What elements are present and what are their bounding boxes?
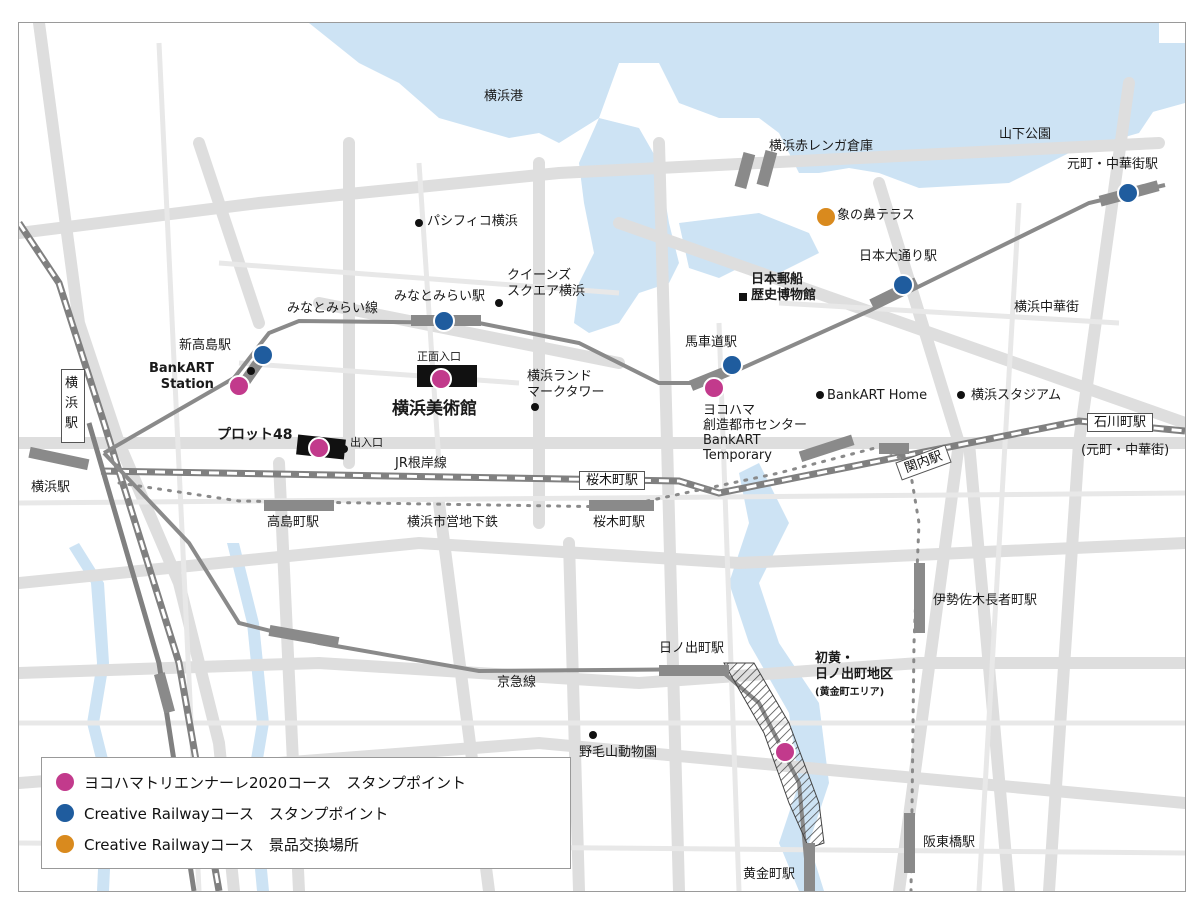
label-yokohama-museum: 横浜美術館	[392, 399, 477, 419]
label-main-entrance: 正面入口	[417, 350, 461, 363]
railway-stamp-motomachi[interactable]	[1117, 182, 1139, 204]
label-hatsune-area: 初黄・ 日ノ出町地区	[815, 651, 894, 682]
trienale-stamp-plot48[interactable]	[308, 437, 330, 459]
label-koganecho-station: 黄金町駅	[743, 867, 796, 882]
label-yokohama-stadium: 横浜スタジアム	[971, 388, 1062, 403]
label-queens-square: クイーンズ スクエア横浜	[507, 268, 586, 299]
poi-dot	[531, 403, 539, 411]
poi-dot	[957, 391, 965, 399]
legend-item-trienale: ヨコハマトリエンナーレ2020コース スタンプポイント	[56, 771, 466, 793]
label-takashimacho-station: 高島町駅	[267, 515, 320, 530]
label-yokohama-port: 横浜港	[484, 89, 524, 104]
label-yokohama-station: 横浜駅	[31, 480, 71, 495]
railway-stamp-bashamichi[interactable]	[721, 354, 743, 376]
label-sakuragicho-station: 桜木町駅	[593, 515, 646, 530]
label-zounohana: 象の鼻テラス	[837, 208, 915, 223]
pink-dot-icon	[56, 773, 74, 791]
label-plot48: プロット48	[217, 427, 293, 443]
legend-text: Creative Railwayコース 景品交換場所	[84, 835, 359, 854]
label-chinatown: 横浜中華街	[1014, 300, 1080, 315]
label-red-brick: 横浜赤レンガ倉庫	[769, 139, 874, 154]
label-yamashita-park: 山下公園	[999, 127, 1052, 142]
label-landmark-tower: 横浜ランド マークタワー	[527, 369, 605, 400]
legend-item-railway-stamp: Creative Railwayコース スタンプポイント	[56, 802, 388, 824]
poi-dot	[816, 391, 824, 399]
label-nihon-odori-station: 日本大通り駅	[859, 249, 938, 264]
label-sakuragicho-station-box: 桜木町駅	[579, 471, 646, 490]
railway-stamp-nihon-odori[interactable]	[892, 274, 914, 296]
label-nyk-museum: 日本郵船 歴史博物館	[751, 272, 817, 303]
label-nogeyama-zoo: 野毛山動物園	[579, 745, 658, 760]
poi-dot	[495, 299, 503, 307]
label-koganecho-area: (黄金町エリア)	[815, 687, 885, 698]
label-minatomirai-station: みなとみらい駅	[394, 289, 486, 304]
railway-stamp-minatomirai[interactable]	[433, 310, 455, 332]
blue-dot-icon	[56, 804, 74, 822]
railway-stamp-shintakashima[interactable]	[252, 344, 274, 366]
legend-item-railway-exchange: Creative Railwayコース 景品交換場所	[56, 833, 359, 855]
label-minatomirai-line: みなとみらい線	[287, 301, 379, 316]
label-exit-entrance: 出入口	[350, 436, 383, 449]
map[interactable]: 横浜港 山下公園 横浜赤レンガ倉庫 パシフィコ横浜 象の鼻テラス 元町・中華街駅…	[18, 22, 1186, 892]
label-motomachi-station: 元町・中華街駅	[1067, 157, 1159, 172]
legend-text: Creative Railwayコース スタンプポイント	[84, 804, 389, 823]
trienale-stamp-yokohama-museum[interactable]	[430, 368, 452, 390]
legend-text: ヨコハマトリエンナーレ2020コース スタンプポイント	[84, 773, 466, 792]
poi-dot	[415, 219, 423, 227]
label-hinodecho-station: 日ノ出町駅	[659, 641, 725, 656]
label-shintakashima-station: 新高島駅	[179, 338, 232, 353]
trienale-stamp-koganecho[interactable]	[774, 741, 796, 763]
label-yokohama-creative: ヨコハマ 創造都市センター BankART Temporary	[703, 403, 808, 463]
poi-dot	[340, 445, 348, 453]
label-isezakichojamachi-station: 伊勢佐木長者町駅	[933, 593, 1038, 608]
poi-dot	[589, 731, 597, 739]
trienale-stamp-yokohama-creative[interactable]	[703, 377, 725, 399]
roads	[19, 23, 1185, 891]
poi-dot	[247, 367, 255, 375]
label-keikyu-line: 京急線	[497, 675, 537, 690]
label-bankart-station: BankART Station	[149, 361, 214, 392]
trienale-stamp-bankart-station[interactable]	[228, 375, 250, 397]
label-yokohama-station-box: 横 浜 駅	[61, 369, 85, 443]
label-bankart-home: BankART Home	[827, 388, 928, 403]
label-bashamichi-station: 馬車道駅	[685, 335, 738, 350]
label-ishikawacho-sub: (元町・中華街)	[1081, 443, 1170, 458]
orange-dot-icon	[56, 835, 74, 853]
label-bandobashi-station: 阪東橋駅	[923, 835, 976, 850]
label-ishikawacho-station: 石川町駅	[1087, 413, 1154, 432]
exchange-point-zounohana[interactable]	[815, 206, 837, 228]
poi-square	[739, 293, 747, 301]
label-jr-negishi-line: JR根岸線	[395, 456, 447, 471]
map-legend: ヨコハマトリエンナーレ2020コース スタンプポイント Creative Rai…	[41, 757, 571, 869]
label-pacifico: パシフィコ横浜	[427, 214, 518, 229]
label-subway-line: 横浜市営地下鉄	[407, 515, 499, 530]
